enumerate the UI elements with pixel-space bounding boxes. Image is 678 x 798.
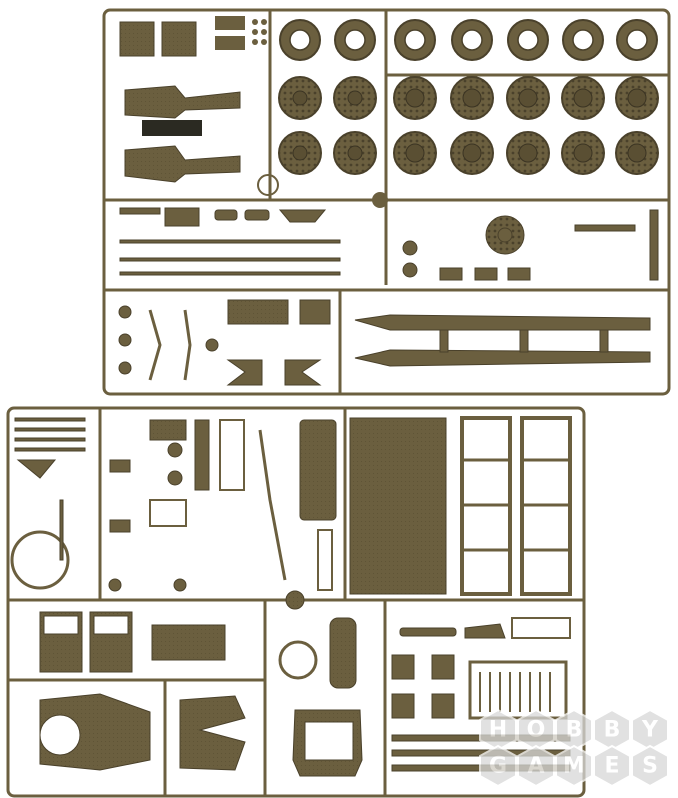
- axle-parts: [119, 207, 659, 281]
- watermark-letter: B: [566, 718, 583, 743]
- wheel-rows: [278, 76, 659, 208]
- watermark-letter: H: [489, 718, 507, 743]
- watermark-letter: E: [604, 754, 619, 779]
- cab-parts: [39, 590, 363, 777]
- watermark-letter: B: [604, 718, 621, 743]
- watermark-letter: O: [527, 718, 546, 743]
- watermark-row-1: [479, 708, 669, 752]
- engine-panels: [119, 16, 267, 57]
- grille-parts: [391, 617, 571, 772]
- watermark-letter: G: [489, 754, 507, 779]
- lower-left-parts: [10, 417, 337, 592]
- tyre-row-1: [279, 19, 658, 61]
- watermark-letter: A: [527, 754, 544, 779]
- upper-sprue: [102, 8, 671, 396]
- watermark-row-2: [479, 744, 669, 788]
- chassis-rails: [118, 299, 651, 386]
- watermark-letter: M: [563, 754, 585, 779]
- lower-sprue: [6, 406, 586, 798]
- watermark-logo: H O B B Y G A M E S: [479, 708, 669, 788]
- chassis-part-upper: [124, 85, 279, 196]
- watermark-letter: Y: [641, 718, 659, 743]
- body-panels: [349, 416, 572, 596]
- watermark-letter: S: [642, 754, 658, 779]
